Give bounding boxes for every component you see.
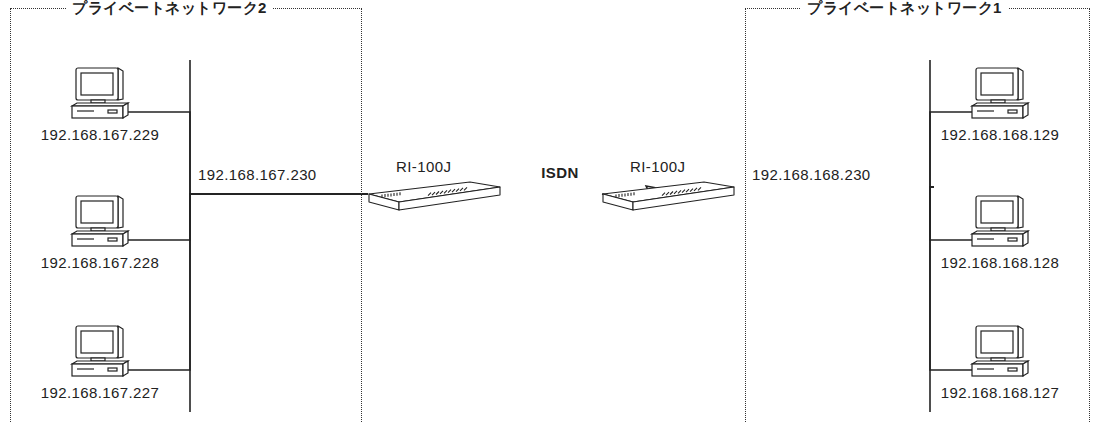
- region-title: プライベートネットワーク2: [66, 0, 273, 16]
- edge-label: ISDN: [539, 164, 580, 181]
- lan-stub: [935, 369, 972, 371]
- interface-address: 192.168.168.230: [752, 166, 871, 183]
- network-region: プライベートネットワーク2192.168.167.229192.168.167.…: [10, 8, 362, 423]
- lan-stub: [128, 369, 170, 371]
- lan-stub: [128, 111, 170, 113]
- lan-link: [170, 194, 368, 240]
- lan-link: [930, 112, 935, 187]
- computer-node: 192.168.168.127: [935, 324, 1065, 402]
- computer-icon: [972, 196, 1028, 246]
- router-icon: [369, 182, 500, 210]
- ip-label: 192.168.168.128: [941, 254, 1060, 271]
- network-region: プライベートネットワーク1192.168.168.129192.168.168.…: [745, 8, 1090, 423]
- computer-icon: [72, 196, 128, 246]
- lan-link: [930, 187, 935, 370]
- lan-link: [170, 112, 368, 194]
- router-icon: [603, 182, 734, 210]
- lan-stub: [935, 111, 972, 113]
- ip-label: 192.168.167.227: [41, 384, 160, 401]
- computer-node: 192.168.167.227: [30, 324, 170, 402]
- computer-icon: [72, 68, 128, 118]
- computer-node: 192.168.167.228: [30, 194, 170, 272]
- ip-label: 192.168.167.228: [41, 254, 160, 271]
- computer-node: 192.168.168.129: [935, 66, 1065, 144]
- computer-icon: [72, 326, 128, 376]
- region-title: プライベートネットワーク1: [801, 0, 1008, 16]
- ip-label: 192.168.167.229: [41, 126, 160, 143]
- ip-label: 192.168.168.129: [941, 126, 1060, 143]
- lan-stub: [128, 239, 170, 241]
- computer-icon: [972, 326, 1028, 376]
- lan-stub: [935, 239, 972, 241]
- computer-icon: [972, 68, 1028, 118]
- computer-node: 192.168.168.128: [935, 194, 1065, 272]
- computer-node: 192.168.167.229: [30, 66, 170, 144]
- lan-link: [170, 194, 368, 370]
- interface-address: 192.168.167.230: [198, 166, 317, 183]
- ip-label: 192.168.168.127: [941, 384, 1060, 401]
